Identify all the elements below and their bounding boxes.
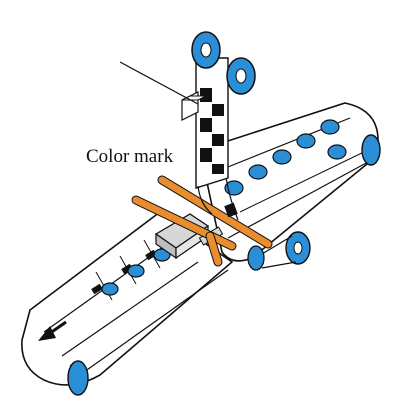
upper-belt-dots [224, 119, 347, 196]
color-mark-label: Color mark [86, 146, 174, 167]
lower-belt-dots [101, 248, 171, 296]
guide-rods [131, 175, 273, 267]
tape-color-marks [200, 88, 224, 174]
arrow-left-down-icon [38, 320, 67, 341]
upper-conveyor-belt [199, 102, 381, 271]
lower-belt-end-roller [67, 360, 89, 396]
upper-belt-end-roller [361, 134, 381, 166]
label-leader-line [119, 61, 199, 105]
label-feed-assembly [119, 31, 256, 189]
